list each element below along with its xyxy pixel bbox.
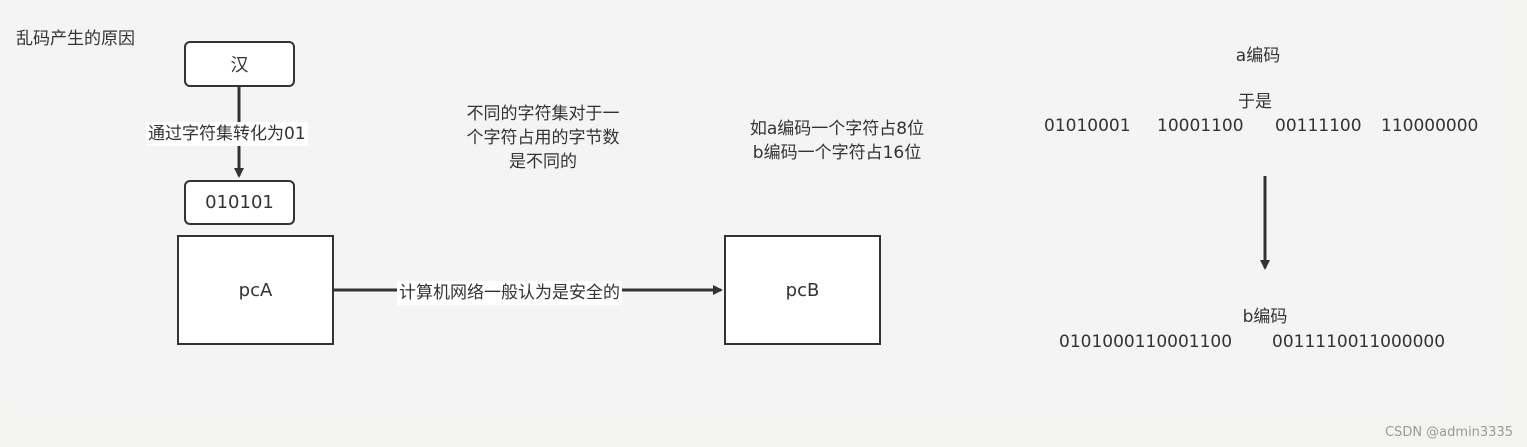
b-bits-group-1: 0101000110001100: [1059, 332, 1233, 352]
node-binary-label: 010101: [205, 192, 274, 213]
a-bits-group-3: 00111100: [1275, 116, 1362, 136]
note-bytes-line-2: 个字符占用的字节数: [466, 128, 620, 148]
a-bits-group-1: 01010001: [1044, 116, 1131, 136]
so-label: 于是: [1238, 92, 1272, 112]
edge-label-network: 计算机网络一般认为是安全的: [397, 281, 622, 305]
note-bytes-differ: 不同的字符集对于一 个字符占用的字节数 是不同的: [443, 102, 643, 174]
node-pc-b: pcB: [724, 235, 881, 345]
a-bits-group-4: 110000000: [1381, 116, 1479, 136]
node-binary-010101: 010101: [184, 180, 295, 225]
a-bits-group-2: 10001100: [1157, 116, 1244, 136]
node-pc-a: pcA: [177, 235, 334, 345]
note-encoding-line-2: b编码一个字符占16位: [752, 143, 922, 163]
node-char-han-label: 汉: [230, 55, 249, 76]
node-char-han: 汉: [184, 41, 295, 87]
note-bytes-line-3: 是不同的: [509, 152, 577, 172]
a-encoding-label: a编码: [1235, 46, 1281, 66]
note-encoding-sizes: 如a编码一个字符占8位 b编码一个字符占16位: [722, 117, 952, 165]
edge-label-convert: 通过字符集转化为01: [146, 122, 308, 146]
watermark-text: CSDN @admin3335: [1384, 425, 1513, 440]
b-encoding-label: b编码: [1242, 307, 1288, 327]
note-encoding-line-1: 如a编码一个字符占8位: [749, 119, 925, 139]
diagram-title: 乱码产生的原因: [16, 29, 135, 49]
note-bytes-line-1: 不同的字符集对于一: [466, 104, 620, 124]
b-bits-group-2: 0011110011000000: [1272, 332, 1446, 352]
node-pc-b-label: pcB: [785, 279, 820, 301]
node-pc-a-label: pcA: [238, 279, 273, 301]
